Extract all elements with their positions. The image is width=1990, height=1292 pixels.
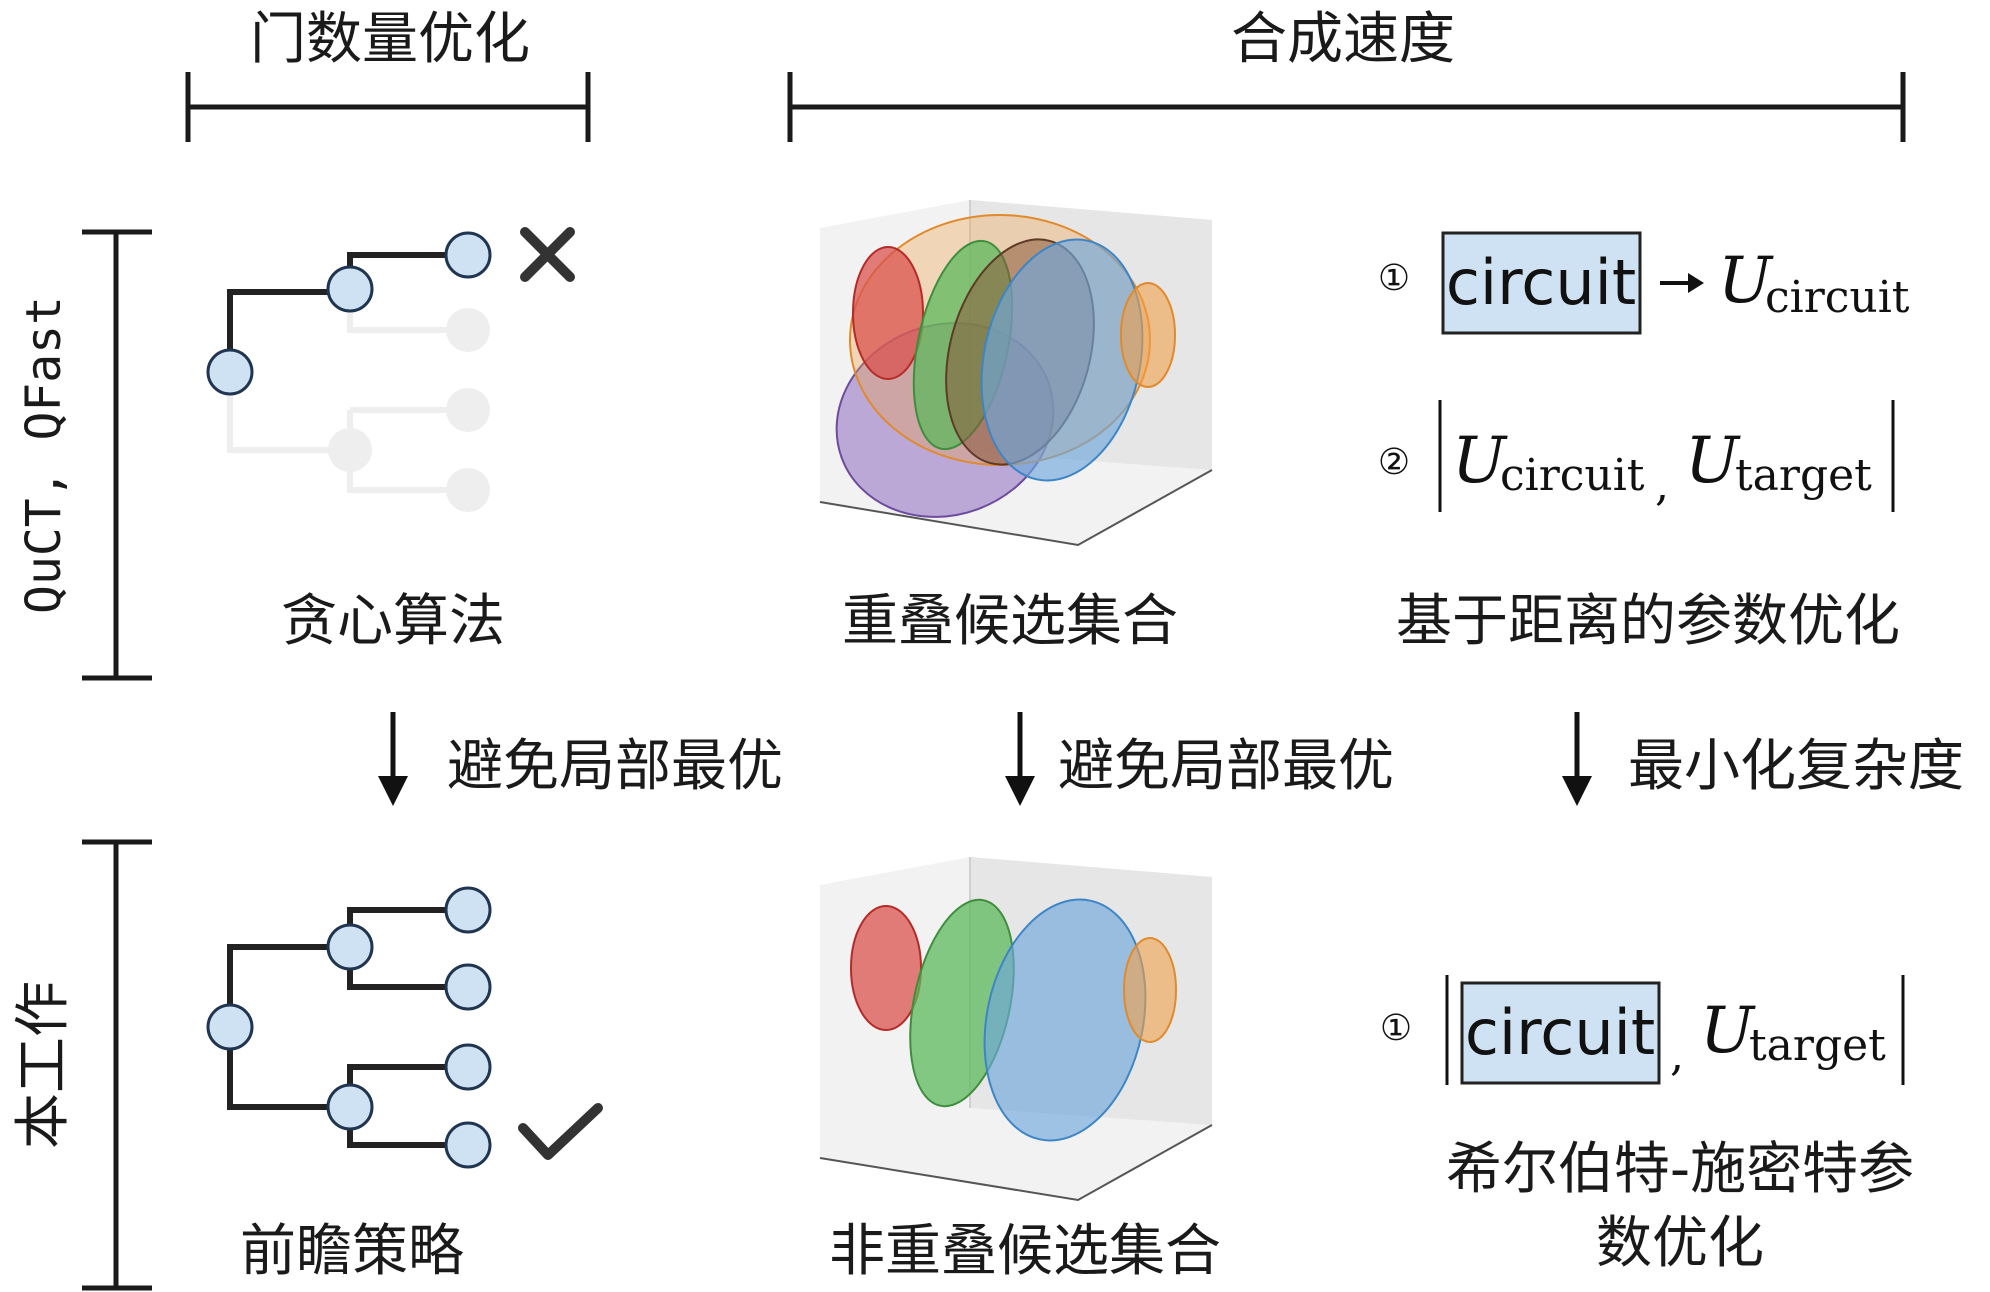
label-lookahead: 前瞻策略 <box>240 1219 464 1284</box>
overlap-ellipses <box>835 214 1176 518</box>
ellipse-orange-bottom <box>1123 937 1177 1043</box>
circuit-box-bottom-label: circuit <box>1465 996 1655 1069</box>
circuit-box-bottom <box>1460 981 1661 1085</box>
circuit-box-top-label: circuit <box>1446 246 1636 319</box>
step1-number: ① <box>1378 258 1410 299</box>
label-nonoverlap: 非重叠候选集合 <box>829 1219 1221 1284</box>
greedy-tree-nodes <box>206 231 492 396</box>
u-circuit-mid-subscript: circuit <box>1500 450 1645 501</box>
header-synthesis-speed: 合成速度 <box>1231 7 1455 72</box>
check-icon <box>518 1103 603 1160</box>
label-hs-line2: 数优化 <box>1596 1211 1764 1276</box>
bottom-step1-number: ① <box>1380 1008 1412 1049</box>
lookahead-tree-nodes <box>206 886 492 1169</box>
down-arrow-1 <box>378 712 408 806</box>
arrow-right-icon <box>1660 273 1704 293</box>
ellipse-red-bottom <box>850 905 922 1031</box>
greedy-tree-faded-nodes <box>328 308 490 512</box>
comma-bottom: , <box>1670 1030 1684 1081</box>
ellipse-red <box>852 246 924 380</box>
greedy-tree <box>206 231 492 512</box>
comma-top: , <box>1655 460 1669 511</box>
cross-icon <box>520 227 575 282</box>
row-label-this-work: 本工作 <box>11 981 76 1149</box>
down-arrow-3 <box>1562 712 1592 806</box>
circuit-box-top <box>1441 231 1642 335</box>
row-label-prior-work: QuCT, QFast <box>16 296 72 614</box>
row-bracket-this-work <box>82 839 152 1291</box>
nonoverlap-ellipses <box>850 898 1177 1142</box>
header-gate-count: 门数量优化 <box>250 7 530 72</box>
label-overlap: 重叠候选集合 <box>842 589 1178 654</box>
u-target-bottom-subscript: target <box>1749 1020 1886 1071</box>
down-arrow-2 <box>1005 712 1035 806</box>
u-target-top-symbol: U <box>1685 424 1741 498</box>
row-bracket-prior-work <box>82 229 152 681</box>
arrow-label-2: 避免局部最优 <box>1058 734 1394 799</box>
label-hs-line1: 希尔伯特-施密特参 <box>1446 1137 1914 1202</box>
arrow-label-1: 避免局部最优 <box>447 734 783 799</box>
u-circuit-top-symbol: U <box>1718 244 1774 318</box>
lookahead-tree <box>206 886 492 1169</box>
header-gate-count-bracket <box>185 72 591 142</box>
step2-number: ② <box>1378 442 1410 483</box>
arrow-label-3: 最小化复杂度 <box>1628 734 1964 799</box>
u-target-bottom-symbol: U <box>1700 994 1756 1068</box>
label-distance-opt: 基于距离的参数优化 <box>1396 589 1900 654</box>
ellipse-orange-small <box>1120 282 1176 388</box>
label-greedy: 贪心算法 <box>281 589 505 654</box>
u-circuit-top-subscript: circuit <box>1765 272 1910 323</box>
u-circuit-mid-symbol: U <box>1452 424 1508 498</box>
header-synthesis-speed-bracket <box>787 72 1906 142</box>
u-target-top-subscript: target <box>1735 450 1872 501</box>
